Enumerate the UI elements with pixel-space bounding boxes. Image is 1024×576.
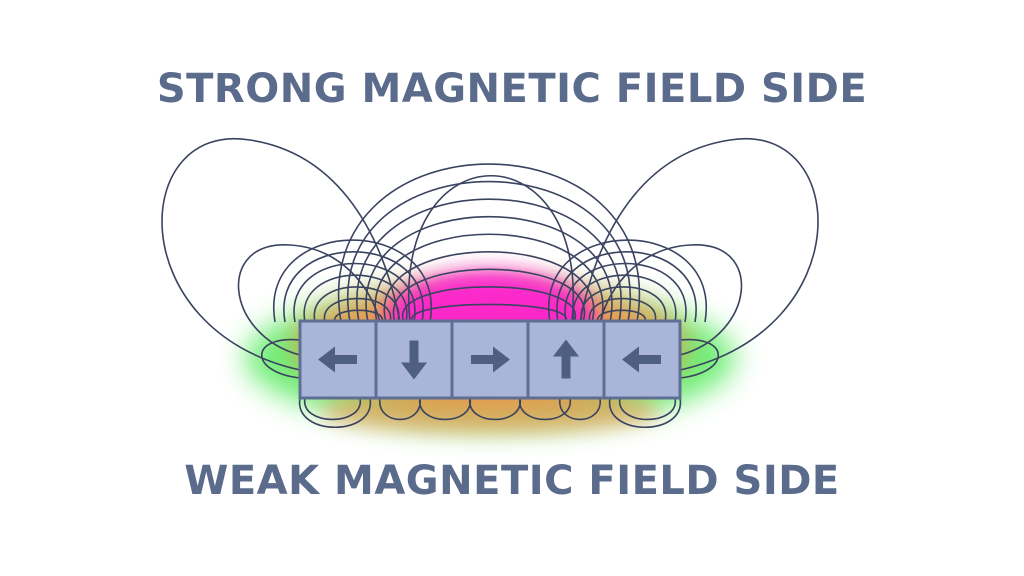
arrow-down-icon xyxy=(401,340,427,380)
weak-field-label: WEAK MAGNETIC FIELD SIDE xyxy=(184,458,840,504)
field-line-center-tall xyxy=(407,175,575,323)
arrow-up-icon xyxy=(553,339,579,379)
magnet-array xyxy=(298,319,682,400)
field-line-edge-left xyxy=(260,338,301,379)
magnet-block xyxy=(526,319,606,400)
magnet-block xyxy=(450,319,530,400)
field-line-right-1 xyxy=(588,297,657,323)
field-line-bottom-3 xyxy=(469,397,521,421)
field-lines xyxy=(161,137,819,428)
field-line-bottom-4 xyxy=(519,397,571,421)
glow-bottom xyxy=(320,390,660,434)
field-line-right-5 xyxy=(556,251,697,323)
field-line-bottom-1 xyxy=(379,397,421,421)
field-line-center-1 xyxy=(401,286,577,323)
field-line-outer-left xyxy=(161,137,401,371)
field-line-bottom-wide-right xyxy=(609,397,681,428)
field-line-edge-right xyxy=(679,338,720,379)
arrow-left-icon xyxy=(318,346,357,373)
field-line-outer-left-2 xyxy=(237,244,381,356)
field-line-left-5 xyxy=(283,251,424,323)
magnet-block xyxy=(298,319,378,400)
field-line-left-4 xyxy=(293,262,416,323)
field-line-right-4 xyxy=(564,262,687,323)
field-line-outer-right xyxy=(579,137,819,371)
field-line-outer-right-2 xyxy=(599,244,743,356)
field-line-bottom-6 xyxy=(619,397,676,421)
field-line-center-5 xyxy=(365,216,613,323)
field-line-bottom-5 xyxy=(559,397,601,421)
arrow-left-icon xyxy=(622,346,661,373)
magnet-body xyxy=(374,319,454,400)
field-line-left-6 xyxy=(272,239,433,323)
field-line-center-6 xyxy=(356,198,622,323)
field-line-center-7 xyxy=(347,180,631,323)
strong-field-label: STRONG MAGNETIC FIELD SIDE xyxy=(156,66,868,112)
field-line-right-6 xyxy=(547,239,708,323)
field-line-left-0 xyxy=(334,309,383,323)
field-line-right-0 xyxy=(597,309,646,323)
arrow-right-icon xyxy=(471,346,510,373)
magnet-block xyxy=(602,319,682,400)
field-line-left-1 xyxy=(323,297,392,323)
field-line-bottom-2 xyxy=(419,397,471,421)
field-line-center-2 xyxy=(392,268,586,323)
field-line-bottom-wide-left xyxy=(299,397,371,428)
field-line-bottom-0 xyxy=(304,397,361,421)
field-line-center-8 xyxy=(337,163,641,323)
magnet-block xyxy=(374,319,454,400)
